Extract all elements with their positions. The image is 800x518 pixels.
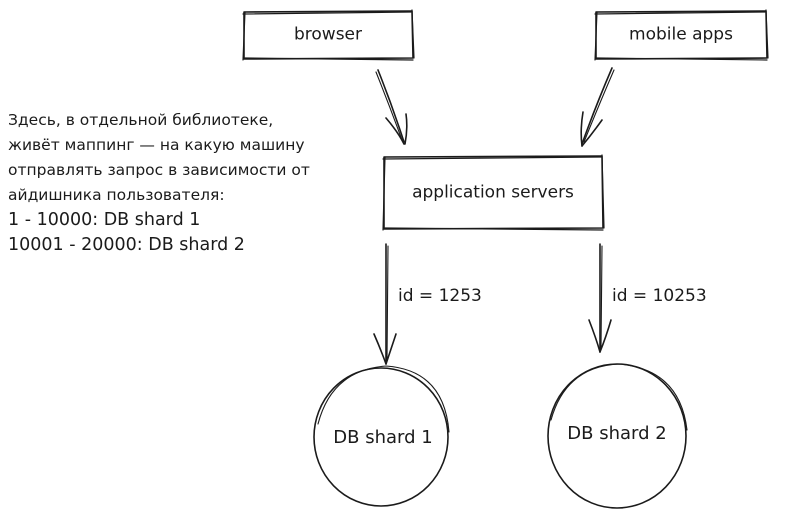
mobile-apps-box: [594, 9, 769, 61]
browser-box: [242, 9, 415, 61]
note-line: живёт маппинг — на какую машину: [8, 136, 305, 154]
arrow-browser-to-app: [375, 69, 408, 145]
note-line: Здесь, в отдельной библиотеке,: [8, 111, 274, 129]
browser-label: browser: [293, 24, 363, 45]
edge-label-shard-1: id = 1253: [398, 286, 482, 306]
db-shard-2-label: DB shard 2: [567, 423, 667, 444]
db-shard-1-label: DB shard 1: [333, 427, 433, 448]
note-line: 10001 - 20000: DB shard 2: [8, 235, 245, 255]
arrow-mobile-to-app: [580, 67, 615, 147]
mobile-apps-label: mobile apps: [629, 24, 733, 45]
db-shard-1-circle: [313, 365, 450, 507]
arrow-app-to-shard-2: [588, 243, 612, 353]
arrow-app-to-shard-1: [373, 243, 397, 365]
application-servers-box: [382, 154, 605, 231]
note-line: 1 - 10000: DB shard 1: [8, 210, 201, 230]
edge-label-shard-2: id = 10253: [612, 286, 707, 306]
note-line: айдишника пользователя:: [8, 186, 225, 204]
db-shard-2-circle: [547, 363, 688, 509]
application-servers-label: application servers: [412, 182, 574, 203]
note-line: отправлять запрос в зависимости от: [8, 161, 310, 179]
mapping-note: Здесь, в отдельной библиотеке, живёт мап…: [8, 108, 310, 258]
